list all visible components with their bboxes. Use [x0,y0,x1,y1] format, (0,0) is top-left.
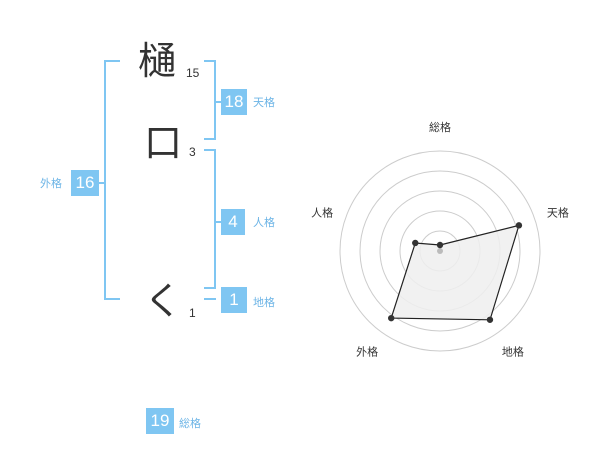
gaikaku-connector [96,182,106,184]
radar-axis-label-4: 外格 [356,344,378,358]
radar-point-4 [388,314,395,322]
gaikaku-value: 16 [71,170,99,196]
radar-point-5 [412,239,419,247]
gaikaku-bracket [104,60,120,300]
radar-axis-label-3: 地格 [502,344,524,358]
tenkaku-bracket [204,60,216,140]
radar-point-1 [436,241,444,249]
character-3: く [144,279,183,323]
tenkaku-label: 天格 [253,96,275,109]
jinkaku-value: 4 [221,209,245,235]
radar-axis-label-2: 天格 [547,206,569,220]
radar-grid-ring [339,150,541,352]
character-2: 口 [144,121,183,165]
radar-point-3 [486,316,494,323]
radar-center-dot [437,248,443,254]
jinkaku-label: 人格 [253,216,275,229]
radar-axis-label-5: 人格 [311,206,333,220]
character-1: 樋 [138,39,177,83]
chikaku-label: 地格 [253,296,275,309]
radar-axis-label-1: 総格 [429,120,451,134]
radar-point-2 [515,222,523,229]
soukaku-label: 総格 [179,417,201,430]
jinkaku-bracket [204,149,216,289]
radar-series-polygon [390,224,520,321]
stroke-count-1: 15 [186,66,200,80]
gaikaku-label: 外格 [40,177,62,190]
jinkaku-connector [214,221,222,223]
chikaku-bracket [204,298,216,300]
radar-grid-ring [359,170,521,332]
chikaku-value: 1 [221,287,247,313]
stroke-count-2: 3 [189,145,196,159]
tenkaku-connector [214,101,222,103]
tenkaku-value: 18 [221,89,247,115]
stroke-count-3: 1 [189,306,196,320]
soukaku-value: 19 [146,408,174,434]
